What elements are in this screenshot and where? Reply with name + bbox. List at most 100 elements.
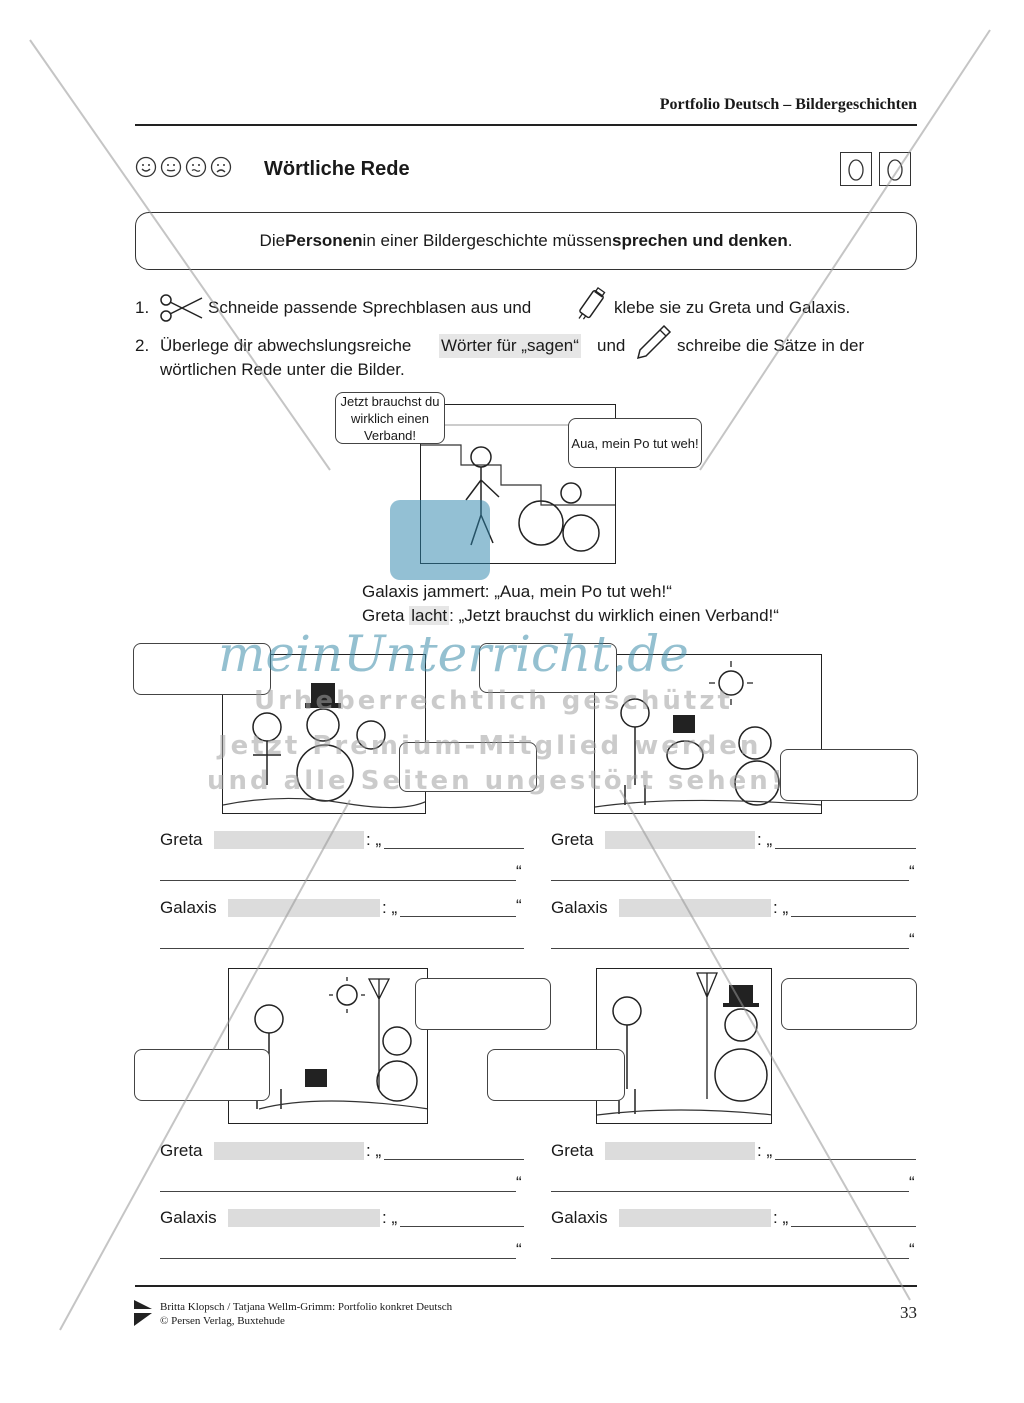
section-title: Wörtliche Rede <box>264 158 410 180</box>
page-number: 33 <box>900 1303 917 1322</box>
unsure-face-icon <box>185 156 207 178</box>
speech-bubble-blank[interactable] <box>133 643 271 695</box>
task-2-text-a: Überlege dir abwechslungsreiche <box>160 336 412 355</box>
write-line[interactable] <box>791 916 916 917</box>
egg-icon <box>887 159 903 181</box>
neutral-face-icon <box>160 156 182 178</box>
colon-quote: : „ <box>757 1141 773 1160</box>
egg-icon <box>848 159 864 181</box>
write-line[interactable] <box>384 1159 524 1160</box>
speech-bubble-blank[interactable] <box>487 1049 625 1101</box>
greta-label: Greta <box>160 1141 203 1160</box>
write-line[interactable] <box>775 1159 916 1160</box>
footer-authors: Britta Klopsch / Tatjana Wellm-Grimm: Po… <box>160 1301 453 1313</box>
header-title: Portfolio Deutsch – Bildergeschichten <box>659 96 917 113</box>
info-bold-personen: Personen <box>285 231 363 250</box>
footer-publisher: © Persen Verlag, Buxtehude <box>160 1315 285 1327</box>
task-1-number: 1. <box>135 298 150 317</box>
closing-quote: “ <box>516 896 522 915</box>
verb-blank[interactable] <box>228 899 380 917</box>
write-line[interactable] <box>160 1191 516 1192</box>
write-line[interactable] <box>400 1226 524 1227</box>
write-line[interactable] <box>551 1191 909 1192</box>
speech-bubble-blank[interactable] <box>479 643 617 693</box>
speech-bubble-blank[interactable] <box>415 978 551 1030</box>
glue-icon <box>578 286 606 320</box>
verb-blank[interactable] <box>228 1209 380 1227</box>
task-2-highlight: Wörter für „sagen“ <box>439 334 581 358</box>
write-line[interactable] <box>775 848 916 849</box>
verb-blank[interactable] <box>605 831 755 849</box>
colon-quote: : „ <box>366 1141 382 1160</box>
write-line[interactable] <box>160 880 516 881</box>
closing-quote: “ <box>909 930 915 949</box>
picture-bottom-right <box>596 968 772 1124</box>
verb-blank[interactable] <box>214 1142 364 1160</box>
info-bold-sprechen: sprechen und denken <box>612 231 788 250</box>
smile-face-icon <box>135 156 157 178</box>
write-line[interactable] <box>551 1258 909 1259</box>
example-text: : „Jetzt brauchst du wirklich einen Verb… <box>449 606 779 625</box>
speech-bubble-blank[interactable] <box>134 1049 270 1101</box>
colon-quote: : „ <box>366 830 382 849</box>
task-2-number: 2. <box>135 336 150 355</box>
write-line[interactable] <box>160 1258 516 1259</box>
egg-box-1 <box>840 152 872 186</box>
colon-quote: : „ <box>382 898 398 917</box>
colon-quote: : „ <box>773 898 789 917</box>
info-text: in einer Bildergeschichte müssen <box>362 231 613 250</box>
galaxis-label: Galaxis <box>551 1208 608 1227</box>
galaxis-label: Galaxis <box>160 898 217 917</box>
example-bubble-greta: Jetzt brauchst du wirklich einen Verband… <box>335 392 445 444</box>
example-text: Greta <box>362 606 410 625</box>
persen-logo-icon <box>134 1300 152 1326</box>
greta-label: Greta <box>160 830 203 849</box>
closing-quote: “ <box>516 862 522 881</box>
example-bubble-galaxis: Aua, mein Po tut weh! <box>568 418 702 468</box>
self-assessment-faces <box>135 156 232 178</box>
speech-bubble-blank[interactable] <box>780 749 918 801</box>
verb-blank[interactable] <box>619 1209 771 1227</box>
write-line[interactable] <box>551 948 909 949</box>
persen-logo <box>134 1300 152 1326</box>
galaxis-label: Galaxis <box>160 1208 217 1227</box>
speech-bubble-blank[interactable] <box>781 978 917 1030</box>
write-line[interactable] <box>384 848 524 849</box>
write-line[interactable] <box>400 916 516 917</box>
task-1-text-a: Schneide passende Sprechblasen aus und <box>208 298 532 317</box>
snowman-broom-illustration <box>597 972 771 1116</box>
example-highlight-lacht: lacht <box>409 606 450 625</box>
greta-label: Greta <box>551 830 594 849</box>
info-box: Die Personen in einer Bildergeschichte m… <box>135 212 917 270</box>
greta-label: Greta <box>551 1141 594 1160</box>
closing-quote: “ <box>516 1173 522 1192</box>
task-2-text-b: und <box>597 336 626 355</box>
closing-quote: “ <box>909 1173 915 1192</box>
write-line[interactable] <box>160 948 524 949</box>
info-text: Die <box>259 231 286 250</box>
verb-blank[interactable] <box>619 899 771 917</box>
info-text: . <box>787 231 793 250</box>
task-2-text-c: schreibe die Sätze in der <box>677 336 865 355</box>
verb-blank[interactable] <box>605 1142 755 1160</box>
pencil-icon <box>636 324 672 360</box>
task-2-text-d: wörtlichen Rede unter die Bilder. <box>160 360 405 379</box>
colon-quote: : „ <box>773 1208 789 1227</box>
egg-box-2 <box>879 152 911 186</box>
task-1-text-b: klebe sie zu Greta und Galaxis. <box>614 298 851 317</box>
write-line[interactable] <box>551 880 909 881</box>
footer-rule <box>135 1285 917 1287</box>
footer-credits: Britta Klopsch / Tatjana Wellm-Grimm: Po… <box>160 1300 452 1328</box>
closing-quote: “ <box>909 862 915 881</box>
write-line[interactable] <box>791 1226 916 1227</box>
closing-quote: “ <box>909 1240 915 1259</box>
galaxis-label: Galaxis <box>551 898 608 917</box>
verb-blank[interactable] <box>214 831 364 849</box>
sad-face-icon <box>210 156 232 178</box>
example-line-1: Galaxis jammert: „Aua, mein Po tut weh!“ <box>362 582 672 601</box>
speech-bubble-blank[interactable] <box>399 742 537 792</box>
scissors-icon <box>160 294 203 322</box>
closing-quote: “ <box>516 1240 522 1259</box>
header-rule <box>135 124 917 126</box>
